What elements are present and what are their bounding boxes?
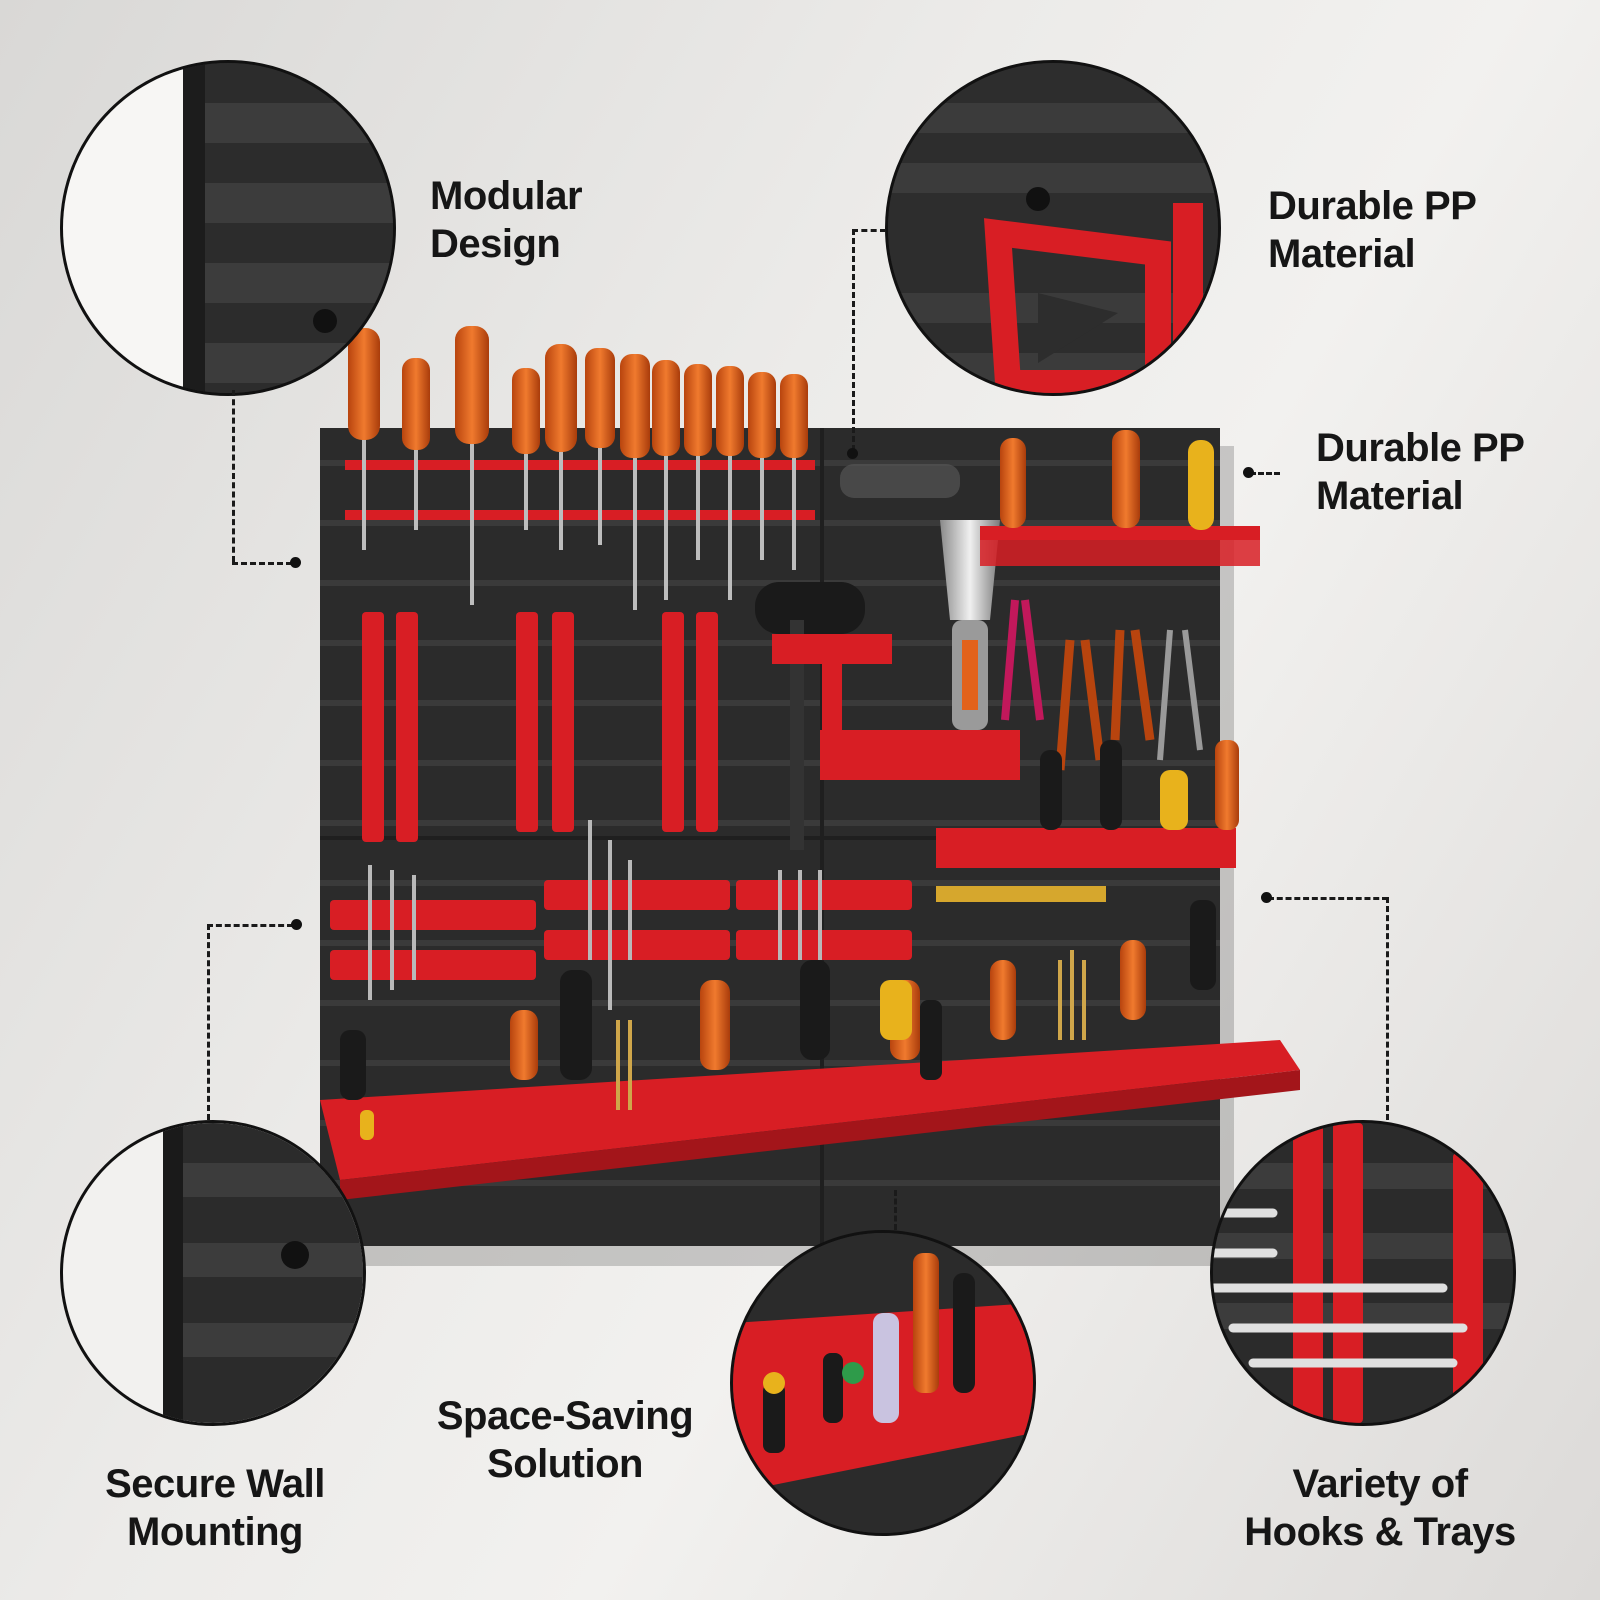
leader-durable-top-h — [852, 229, 886, 232]
hex-key-trays — [330, 820, 912, 1010]
leader-variety-h — [1268, 897, 1388, 900]
circle-callout-modular — [60, 60, 396, 396]
tool-wall-board — [320, 326, 1300, 1266]
leader-dot-durable-top — [847, 448, 858, 459]
leader-modular — [232, 390, 235, 562]
leader-dot-durable-mid — [1243, 467, 1254, 478]
screwdriver-row — [345, 326, 815, 610]
leader-space — [894, 1190, 897, 1230]
leader-secure-v — [207, 924, 210, 1120]
leader-dot-variety — [1261, 892, 1272, 903]
leader-dot-secure — [291, 919, 302, 930]
circle-callout-variety — [1210, 1120, 1516, 1426]
leader-modular-h — [232, 562, 292, 565]
hand-tools — [755, 430, 1260, 902]
leader-dot-modular — [290, 557, 301, 568]
leader-variety-v — [1386, 897, 1389, 1120]
leader-durable-mid — [1250, 472, 1280, 475]
wrench-racks — [326, 612, 774, 842]
leader-secure-h — [207, 924, 293, 927]
circle-callout-secure — [60, 1120, 366, 1426]
circle-callout-space — [730, 1230, 1036, 1536]
circle-callout-durable — [885, 60, 1221, 396]
leader-durable-top-v — [852, 229, 855, 451]
bottom-tool-shelf — [320, 900, 1300, 1200]
